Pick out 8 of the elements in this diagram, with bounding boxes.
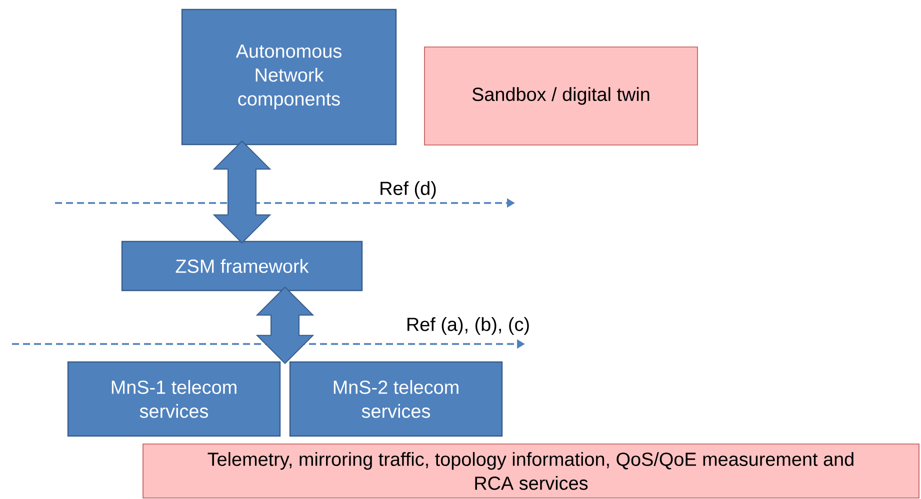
reference-label: Ref (a), (b), (c) xyxy=(404,316,532,336)
service-box: MnS-1 telecom services xyxy=(67,361,281,437)
component-box: ZSM framework xyxy=(121,240,363,292)
service-box: MnS-2 telecom services xyxy=(289,361,503,437)
component-box: Autonomous Network components xyxy=(181,8,397,146)
reference-label: Ref (d) xyxy=(378,180,438,200)
note-box: Sandbox / digital twin xyxy=(424,46,698,146)
note-box: Telemetry, mirroring traffic, topology information, QoS/QoE measurement and RCA services xyxy=(142,444,920,498)
